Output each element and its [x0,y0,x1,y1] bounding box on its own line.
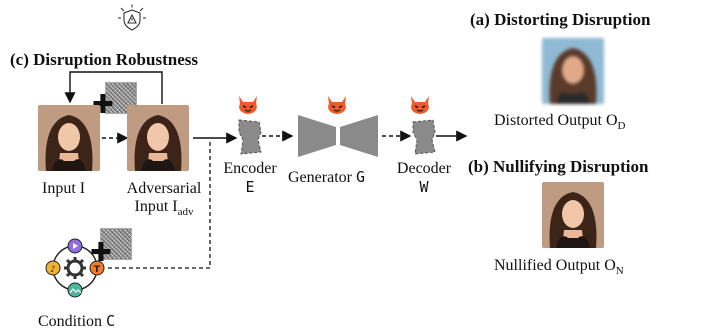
generator-label: Generator G [288,168,365,186]
devil-icon [239,96,257,114]
condition-cluster: ♪ T [45,238,105,298]
devil-icon [328,96,346,114]
shield-alert-icon [118,4,146,31]
devil-icon [411,96,429,114]
feedback-loop-arrow [64,71,163,104]
adversarial-input-label: Adversarial Input Iadv [126,180,202,219]
music-icon [45,260,61,276]
gear-icon [64,257,86,279]
condition-label: Condition C [38,312,116,330]
text-icon [89,260,105,276]
disruption-robustness-label: (c) Disruption Robustness [10,50,198,69]
generator-block [298,115,378,157]
distorted-output-image [542,38,604,104]
input-image [38,105,100,171]
svg-text:♪: ♪ [50,265,56,275]
nullified-output-image [542,182,604,248]
decoder-label: Decoder W [396,160,452,196]
nullified-output-label: Nullified Output ON [494,257,624,278]
input-label: Input I [42,180,86,197]
svg-text:T: T [94,265,101,275]
distorting-disruption-label: (a) Distorting Disruption [470,10,651,29]
condition-to-encoder-line [108,140,211,269]
encoder-block [238,119,262,155]
distorted-output-label: Distorted Output OD [494,112,626,133]
decoder-block [412,119,436,155]
condition-noise-patch [100,228,132,260]
encoder-label: Encoder E [223,160,277,196]
adversarial-input-image [127,105,189,171]
nullifying-disruption-label: (b) Nullifying Disruption [468,157,649,176]
image-icon [67,282,83,298]
